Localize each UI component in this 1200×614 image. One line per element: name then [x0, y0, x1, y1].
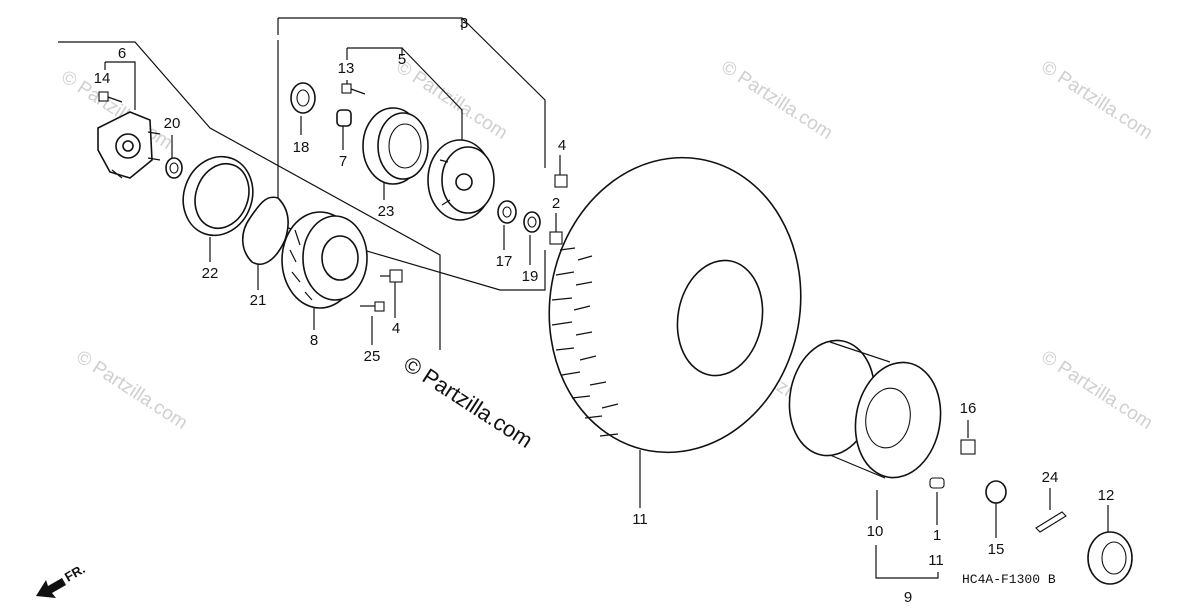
- callout-4-upper[interactable]: 4: [558, 137, 566, 154]
- watermark-faint: © Partzilla.com: [72, 347, 191, 434]
- callout-6[interactable]: 6: [118, 45, 126, 62]
- bearing-part-18[interactable]: [290, 82, 316, 114]
- ring-part-22[interactable]: [172, 147, 263, 245]
- seal-part-19[interactable]: [523, 211, 541, 233]
- watermark-faint: © Partzilla.com: [1037, 347, 1156, 434]
- ring-part-23[interactable]: [362, 107, 429, 185]
- callout-2[interactable]: 2: [552, 195, 560, 212]
- bearing-part-17[interactable]: [497, 200, 517, 224]
- valve-part-1[interactable]: [929, 477, 945, 489]
- bolt-part-13[interactable]: [341, 83, 366, 95]
- nut-part-4-upper[interactable]: [554, 174, 568, 188]
- callout-5[interactable]: 5: [398, 51, 406, 68]
- callout-11-tire[interactable]: 11: [632, 511, 648, 528]
- watermark-faint: © Partzilla.com: [1037, 57, 1156, 144]
- callout-12[interactable]: 12: [1098, 487, 1115, 504]
- pin-part-24[interactable]: [1035, 511, 1067, 533]
- nut-part-15[interactable]: [985, 480, 1007, 504]
- callout-20[interactable]: 20: [164, 115, 181, 132]
- callout-10[interactable]: 10: [867, 523, 884, 540]
- callout-1[interactable]: 1: [933, 527, 941, 544]
- callout-9[interactable]: 9: [904, 589, 912, 606]
- callout-16[interactable]: 16: [960, 400, 977, 417]
- front-label: FR.: [62, 561, 88, 584]
- callout-18[interactable]: 18: [293, 139, 310, 156]
- watermark-main: © Partzilla.com: [399, 351, 537, 453]
- callout-15[interactable]: 15: [988, 541, 1005, 558]
- callout-23[interactable]: 23: [378, 203, 395, 220]
- tire-part-11[interactable]: [526, 138, 824, 473]
- callout-21[interactable]: 21: [250, 292, 267, 309]
- callout-25[interactable]: 25: [364, 348, 381, 365]
- callout-14[interactable]: 14: [94, 70, 111, 87]
- group-brackets: [58, 17, 939, 579]
- callout-13[interactable]: 13: [338, 60, 355, 77]
- hub-part-6[interactable]: [97, 111, 161, 179]
- callout-3[interactable]: 3: [460, 15, 468, 32]
- callout-8[interactable]: 8: [310, 332, 318, 349]
- callout-4-lower[interactable]: 4: [392, 320, 400, 337]
- nut-part-2[interactable]: [549, 231, 563, 245]
- cap-part-12[interactable]: [1087, 531, 1133, 585]
- bolt-part-25[interactable]: [360, 301, 385, 312]
- callout-22[interactable]: 22: [202, 265, 219, 282]
- front-arrow: FR.: [36, 561, 88, 598]
- leader-lines: [171, 80, 1109, 538]
- bolt-part-14[interactable]: [98, 91, 123, 103]
- nut-part-16[interactable]: [960, 439, 976, 455]
- collar-part-7[interactable]: [336, 109, 352, 127]
- watermark-faint: © Partzilla.com: [717, 57, 836, 144]
- callout-11-rim[interactable]: 11: [928, 552, 944, 569]
- rim-part-10[interactable]: [781, 334, 950, 485]
- callout-24[interactable]: 24: [1042, 469, 1059, 486]
- drum-part-8[interactable]: [281, 211, 368, 309]
- callout-7[interactable]: 7: [339, 153, 347, 170]
- callout-labels: 1 2 3 4 4 5 6 7 8 9 10 11 11 12 13 14 15…: [94, 15, 1115, 606]
- hub-part-5[interactable]: [427, 139, 495, 221]
- callout-19[interactable]: 19: [522, 268, 539, 285]
- arrow-icon: [36, 578, 66, 598]
- diagram-code: HC4A-F1300 B: [962, 572, 1056, 587]
- seal-part-20[interactable]: [165, 157, 183, 179]
- callout-17[interactable]: 17: [496, 253, 513, 270]
- bolt-part-4-lower[interactable]: [380, 269, 403, 283]
